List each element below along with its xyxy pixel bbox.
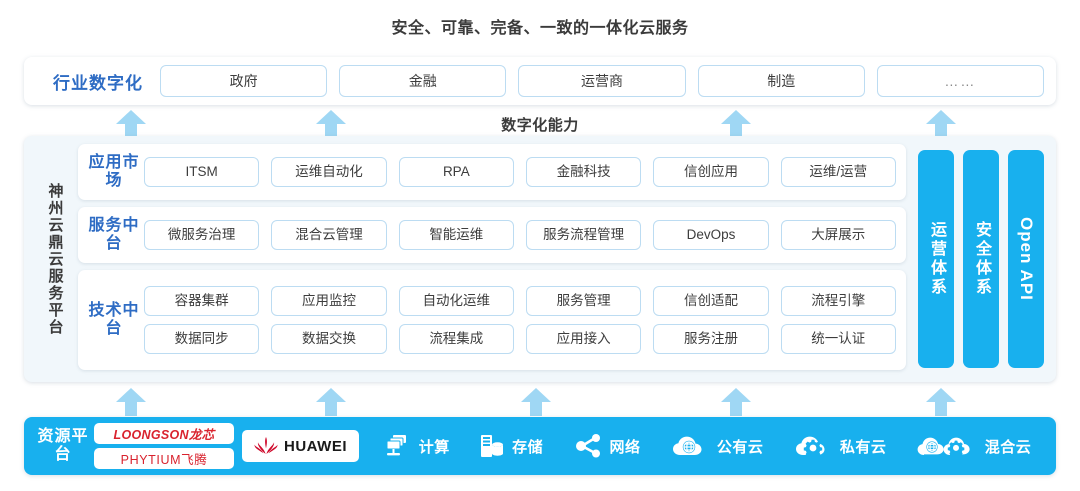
- private-cloud-icon: [795, 436, 825, 459]
- up-arrow-icon: [116, 388, 146, 416]
- tier-app-market: 应用市场 ITSM 运维自动化 RPA 金融科技 信创应用 运维/运营: [78, 144, 906, 200]
- service-item-big-screen-display[interactable]: 大屏展示: [780, 220, 896, 250]
- service-item-hybrid-cloud-mgmt[interactable]: 混合云管理: [271, 220, 387, 250]
- up-arrow-icon: [521, 388, 551, 416]
- resource-platform-row: 资源平台 LOONGSON龙芯 PHYTIUM飞腾 HUAWEI: [24, 417, 1056, 475]
- service-item-aiops[interactable]: 智能运维: [398, 220, 514, 250]
- app-market-item-itsm[interactable]: ITSM: [144, 157, 260, 187]
- industry-digitization-row: 行业数字化 政府 金融 运营商 制造 ……: [24, 57, 1056, 105]
- resource-item-storage-label: 存储: [512, 438, 544, 456]
- resource-item-hybrid-cloud-label: 混合云: [984, 438, 1032, 456]
- resource-item-public-cloud[interactable]: 公有云: [670, 433, 764, 459]
- loongson-logo-text: LOONGSON龙芯: [113, 428, 215, 442]
- tier-app-market-label: 应用市场: [88, 154, 140, 189]
- app-market-item-ops-automation[interactable]: 运维自动化: [271, 157, 387, 187]
- resource-item-hybrid-cloud[interactable]: 混合云: [916, 433, 1032, 459]
- resource-platform-label: 资源平台: [37, 427, 89, 463]
- resource-item-private-cloud-label: 私有云: [839, 438, 887, 456]
- resource-item-private-cloud[interactable]: 私有云: [793, 433, 887, 459]
- service-item-service-process-mgmt[interactable]: 服务流程管理: [525, 220, 642, 250]
- hybrid-cloud-icon: [917, 437, 970, 458]
- app-market-item-rpa[interactable]: RPA: [398, 157, 514, 187]
- arrow-band-bottom: [0, 388, 1080, 418]
- page-title: 安全、可靠、完备、一致的一体化云服务: [391, 20, 689, 37]
- phytium-logo: PHYTIUM飞腾: [94, 448, 234, 469]
- resource-item-network-label: 网络: [609, 438, 641, 456]
- arrow-band-top: [0, 110, 1080, 140]
- industry-item-more[interactable]: ……: [876, 65, 1045, 97]
- loongson-logo: LOONGSON龙芯: [94, 423, 234, 444]
- phytium-logo-text: PHYTIUM飞腾: [120, 453, 208, 467]
- tier-row: 微服务治理 混合云管理 智能运维 服务流程管理 DevOps 大屏展示: [144, 220, 896, 250]
- digital-capability-label: 数字化能力: [501, 117, 579, 134]
- tech-item-service-registry[interactable]: 服务注册: [653, 324, 769, 354]
- tech-item-container-cluster[interactable]: 容器集群: [144, 286, 260, 316]
- tier-row: ITSM 运维自动化 RPA 金融科技 信创应用 运维/运营: [144, 157, 896, 187]
- up-arrow-icon: [721, 110, 751, 138]
- industry-items: 政府 金融 运营商 制造 ……: [160, 65, 1045, 97]
- cpu-vendor-logos: LOONGSON龙芯 PHYTIUM飞腾: [94, 423, 234, 469]
- service-item-devops[interactable]: DevOps: [653, 220, 769, 250]
- public-cloud-icon: [672, 436, 702, 455]
- compute-icon: [386, 435, 406, 456]
- platform-tiers: 应用市场 ITSM 运维自动化 RPA 金融科技 信创应用 运维/运营 服务中台: [78, 144, 908, 374]
- huawei-flower-icon: [254, 437, 278, 454]
- app-market-item-fintech[interactable]: 金融科技: [525, 157, 642, 187]
- app-market-item-xinchuang-app[interactable]: 信创应用: [653, 157, 769, 187]
- tier-tech-midplatform-label: 技术中台: [88, 302, 140, 337]
- huawei-logo: HUAWEI: [242, 430, 359, 462]
- tier-row: 数据同步 数据交换 流程集成 应用接入 服务注册 统一认证: [144, 324, 896, 354]
- tech-item-app-access[interactable]: 应用接入: [525, 324, 642, 354]
- industry-digitization-label: 行业数字化: [53, 73, 143, 93]
- tier-row: 容器集群 应用监控 自动化运维 服务管理 信创适配 流程引擎: [144, 286, 896, 316]
- resource-items: 计算 存储: [369, 433, 1046, 459]
- up-arrow-icon: [926, 110, 956, 138]
- tech-item-process-integration[interactable]: 流程集成: [398, 324, 514, 354]
- tier-tech-midplatform: 技术中台 容器集群 应用监控 自动化运维 服务管理 信创适配 流程引擎 数据同步…: [78, 270, 906, 370]
- cloud-service-platform: 神州云鼎云服务平台 应用市场 ITSM 运维自动化 RPA 金融科技 信创应用 …: [24, 136, 1056, 382]
- up-arrow-icon: [316, 388, 346, 416]
- resource-item-public-cloud-label: 公有云: [716, 438, 764, 456]
- network-icon: [575, 434, 600, 458]
- up-arrow-icon: [116, 110, 146, 138]
- resource-item-compute[interactable]: 计算: [384, 433, 450, 459]
- huawei-logo-text: HUAWEI: [284, 437, 347, 455]
- tech-item-process-engine[interactable]: 流程引擎: [780, 286, 896, 316]
- tech-item-xinchuang-adaptation[interactable]: 信创适配: [653, 286, 769, 316]
- platform-vertical-label: 神州云鼎云服务平台: [46, 182, 64, 336]
- up-arrow-icon: [316, 110, 346, 138]
- tech-item-data-exchange[interactable]: 数据交换: [271, 324, 387, 354]
- resource-item-network[interactable]: 网络: [573, 433, 641, 459]
- tier-service-midplatform: 服务中台 微服务治理 混合云管理 智能运维 服务流程管理 DevOps 大屏展示: [78, 207, 906, 263]
- vertical-bars: 运营体系 安全体系 Open API: [908, 144, 1048, 374]
- resource-item-compute-label: 计算: [418, 438, 450, 456]
- industry-item-government[interactable]: 政府: [160, 65, 328, 97]
- up-arrow-icon: [721, 388, 751, 416]
- vertical-bar-security-system[interactable]: 安全体系: [963, 150, 999, 368]
- industry-item-manufacturing[interactable]: 制造: [697, 65, 865, 97]
- tech-item-unified-auth[interactable]: 统一认证: [780, 324, 896, 354]
- up-arrow-icon: [926, 388, 956, 416]
- resource-item-storage[interactable]: 存储: [479, 433, 543, 459]
- tier-service-midplatform-label: 服务中台: [88, 217, 140, 252]
- tech-item-data-sync[interactable]: 数据同步: [144, 324, 260, 354]
- industry-item-finance[interactable]: 金融: [339, 65, 507, 97]
- industry-item-telecom[interactable]: 运营商: [518, 65, 686, 97]
- tech-item-service-mgmt[interactable]: 服务管理: [525, 286, 642, 316]
- tech-item-app-monitoring[interactable]: 应用监控: [271, 286, 387, 316]
- app-market-item-ops-operations[interactable]: 运维/运营: [780, 157, 896, 187]
- service-item-microservice-governance[interactable]: 微服务治理: [144, 220, 260, 250]
- storage-icon: [481, 435, 504, 457]
- tech-item-automated-ops[interactable]: 自动化运维: [398, 286, 514, 316]
- vertical-bar-open-api[interactable]: Open API: [1008, 150, 1044, 368]
- vertical-bar-operations-system[interactable]: 运营体系: [918, 150, 954, 368]
